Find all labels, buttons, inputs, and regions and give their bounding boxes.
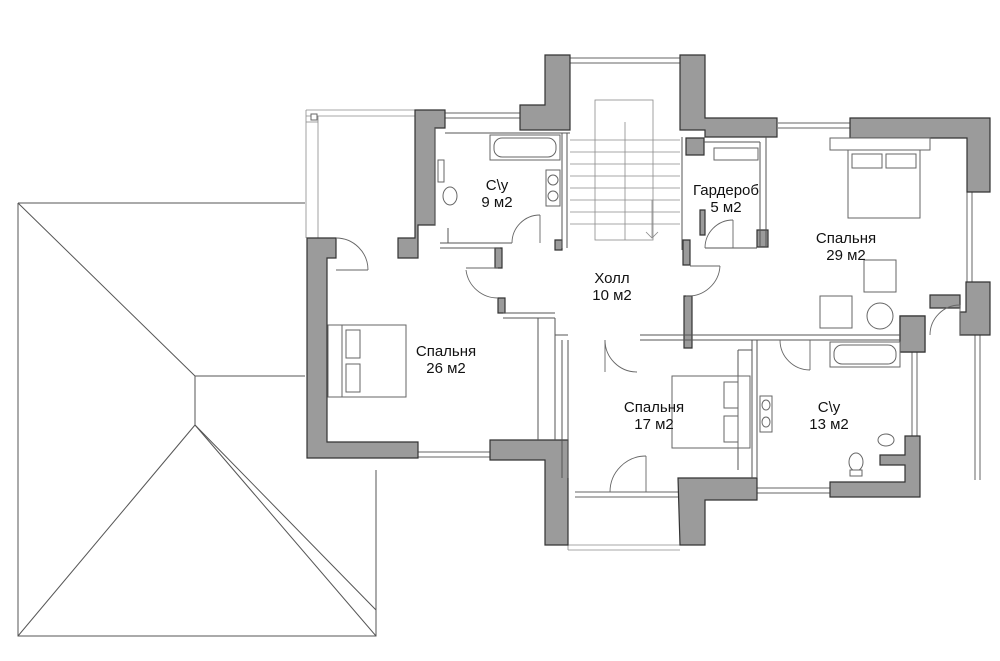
doors xyxy=(335,214,961,493)
partitions xyxy=(434,128,900,478)
room-name-hall: Холл xyxy=(594,270,629,287)
room-name-wardrobe: Гардероб xyxy=(693,182,759,199)
room-area-bathroom-13: 13 м2 xyxy=(809,416,849,433)
roof xyxy=(17,202,377,637)
terrace xyxy=(305,109,415,238)
room-name-bathroom-13: С\у xyxy=(818,399,841,416)
room-area-bathroom-9: 9 м2 xyxy=(481,194,512,211)
room-area-wardrobe: 5 м2 xyxy=(710,199,741,216)
room-area-bedroom-26: 26 м2 xyxy=(426,360,466,377)
room-labels: С\у 9 м2 Гардероб 5 м2 Спальня 29 м2 Хол… xyxy=(416,177,876,433)
room-name-bedroom-17: Спальня xyxy=(624,399,684,416)
staircase xyxy=(570,99,680,241)
room-area-bedroom-29: 29 м2 xyxy=(826,247,866,264)
walls xyxy=(306,54,991,546)
room-name-bedroom-29: Спальня xyxy=(816,230,876,247)
balcony xyxy=(567,490,680,551)
fixtures xyxy=(327,134,931,477)
room-name-bathroom-9: С\у xyxy=(486,177,509,194)
windows xyxy=(418,57,981,498)
room-area-hall: 10 м2 xyxy=(592,287,632,304)
room-name-bedroom-26: Спальня xyxy=(416,343,476,360)
room-area-bedroom-17: 17 м2 xyxy=(634,416,674,433)
